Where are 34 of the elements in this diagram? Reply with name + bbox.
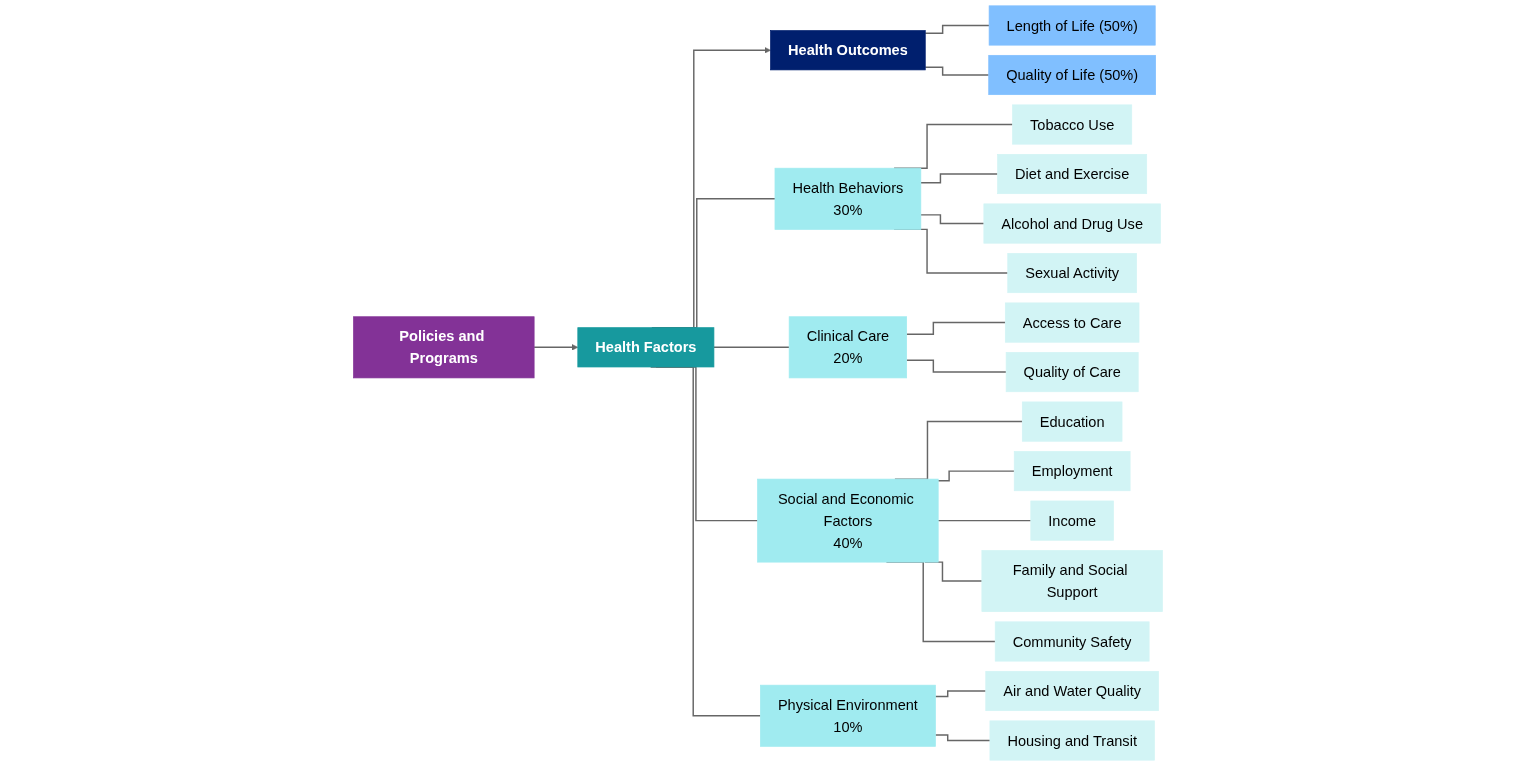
node-box: Policies and Programs	[353, 316, 535, 379]
node-box: Clinical Care 20%	[788, 316, 907, 379]
connector	[924, 24, 990, 34]
arrow	[533, 344, 579, 351]
node-box: Health Behaviors 30%	[774, 167, 922, 230]
connector	[920, 173, 999, 184]
node-box: Length of Life (50%)	[988, 5, 1156, 46]
node-box: Physical Environment 10%	[760, 684, 936, 747]
node-box: Quality of Life (50%)	[988, 54, 1156, 96]
connector	[924, 66, 990, 76]
node-box: Alcohol and Drug Use	[983, 203, 1161, 244]
node-box: Income	[1030, 500, 1114, 541]
node-box: Housing and Transit	[989, 720, 1155, 761]
node-box: Quality of Care	[1005, 352, 1139, 393]
node-box: Employment	[1013, 451, 1131, 492]
connector	[713, 346, 790, 349]
connector	[934, 690, 987, 698]
node-box: Social and Economic Factors 40%	[757, 478, 939, 563]
node-box: Family and Social Support	[981, 550, 1163, 612]
node-box: Education	[1021, 401, 1123, 442]
connector	[934, 734, 991, 742]
connector	[937, 470, 1015, 482]
node-box: Health Outcomes	[770, 30, 926, 71]
connector	[905, 321, 1007, 336]
connector	[920, 214, 985, 225]
node-box: Tobacco Use	[1012, 104, 1133, 145]
connector	[937, 519, 1032, 522]
node-box: Air and Water Quality	[985, 670, 1159, 712]
node-box: Diet and Exercise	[997, 154, 1148, 195]
node-box: Sexual Activity	[1007, 253, 1137, 294]
node-box: Health Factors	[577, 327, 715, 368]
node-box: Community Safety	[994, 621, 1150, 662]
node-box: Access to Care	[1004, 302, 1140, 343]
connector	[905, 359, 1007, 373]
